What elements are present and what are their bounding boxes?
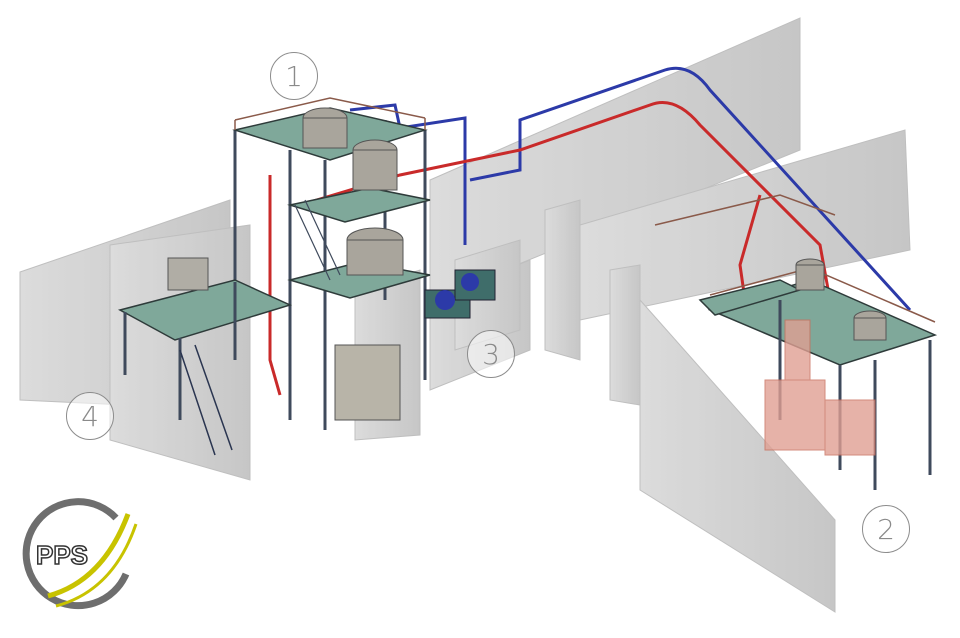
silo-tower <box>232 97 431 430</box>
callout-2: 2 <box>862 505 910 553</box>
logo-text: PPS <box>36 540 88 570</box>
pps-logo: PPS <box>22 498 138 610</box>
mid-deck <box>287 187 431 223</box>
control-cabinet <box>334 344 401 421</box>
red-pipe <box>268 101 832 396</box>
callout-4: 4 <box>66 392 114 440</box>
machine-box <box>167 257 209 291</box>
side-platform <box>117 257 293 456</box>
callout-3: 3 <box>467 330 515 378</box>
right-platform <box>654 194 938 490</box>
callout-1: 1 <box>270 52 318 100</box>
blower-units <box>424 269 496 319</box>
packing-machine <box>764 319 876 456</box>
